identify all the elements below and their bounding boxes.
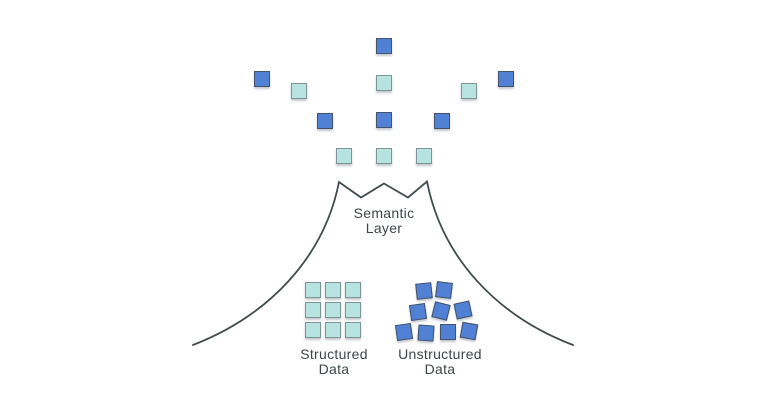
eruption-square [291,83,307,99]
unstructured-square [416,323,435,342]
unstructured-data-label-line1: Unstructured [398,346,482,362]
unstructured-square [435,281,453,299]
eruption-square [336,148,352,164]
structured-square [325,322,341,338]
unstructured-square [430,301,451,321]
eruption-square [461,83,477,99]
eruption-square [416,148,432,164]
structured-square [305,322,321,338]
eruption-square [498,71,514,87]
unstructured-square [459,321,479,341]
unstructured-square [453,300,472,320]
structured-data-label-line2: Data [318,361,350,377]
structured-data-label: Structured Data [300,347,368,377]
eruption-square [376,112,392,128]
eruption-square [434,113,450,129]
volcano-path [192,179,574,346]
structured-square [305,302,321,318]
structured-data-label-line1: Structured [300,346,368,362]
structured-square [305,282,321,298]
semantic-layer-label-line2: Layer [365,220,403,236]
eruption-square [376,38,392,54]
structured-square [325,302,341,318]
unstructured-data-label-line2: Data [424,361,456,377]
eruption-square [376,148,392,164]
eruption-square [376,75,392,91]
eruption-square [317,113,333,129]
semantic-layer-label: Semantic Layer [354,206,415,236]
unstructured-square [414,282,433,300]
structured-square [345,282,361,298]
unstructured-square [408,302,428,321]
structured-square [325,282,341,298]
eruption-square [254,71,270,87]
structured-square [345,322,361,338]
semantic-layer-label-line1: Semantic [353,205,415,221]
structured-square [345,302,361,318]
unstructured-square [394,322,414,342]
unstructured-data-label: Unstructured Data [398,347,482,377]
unstructured-square [440,324,456,340]
